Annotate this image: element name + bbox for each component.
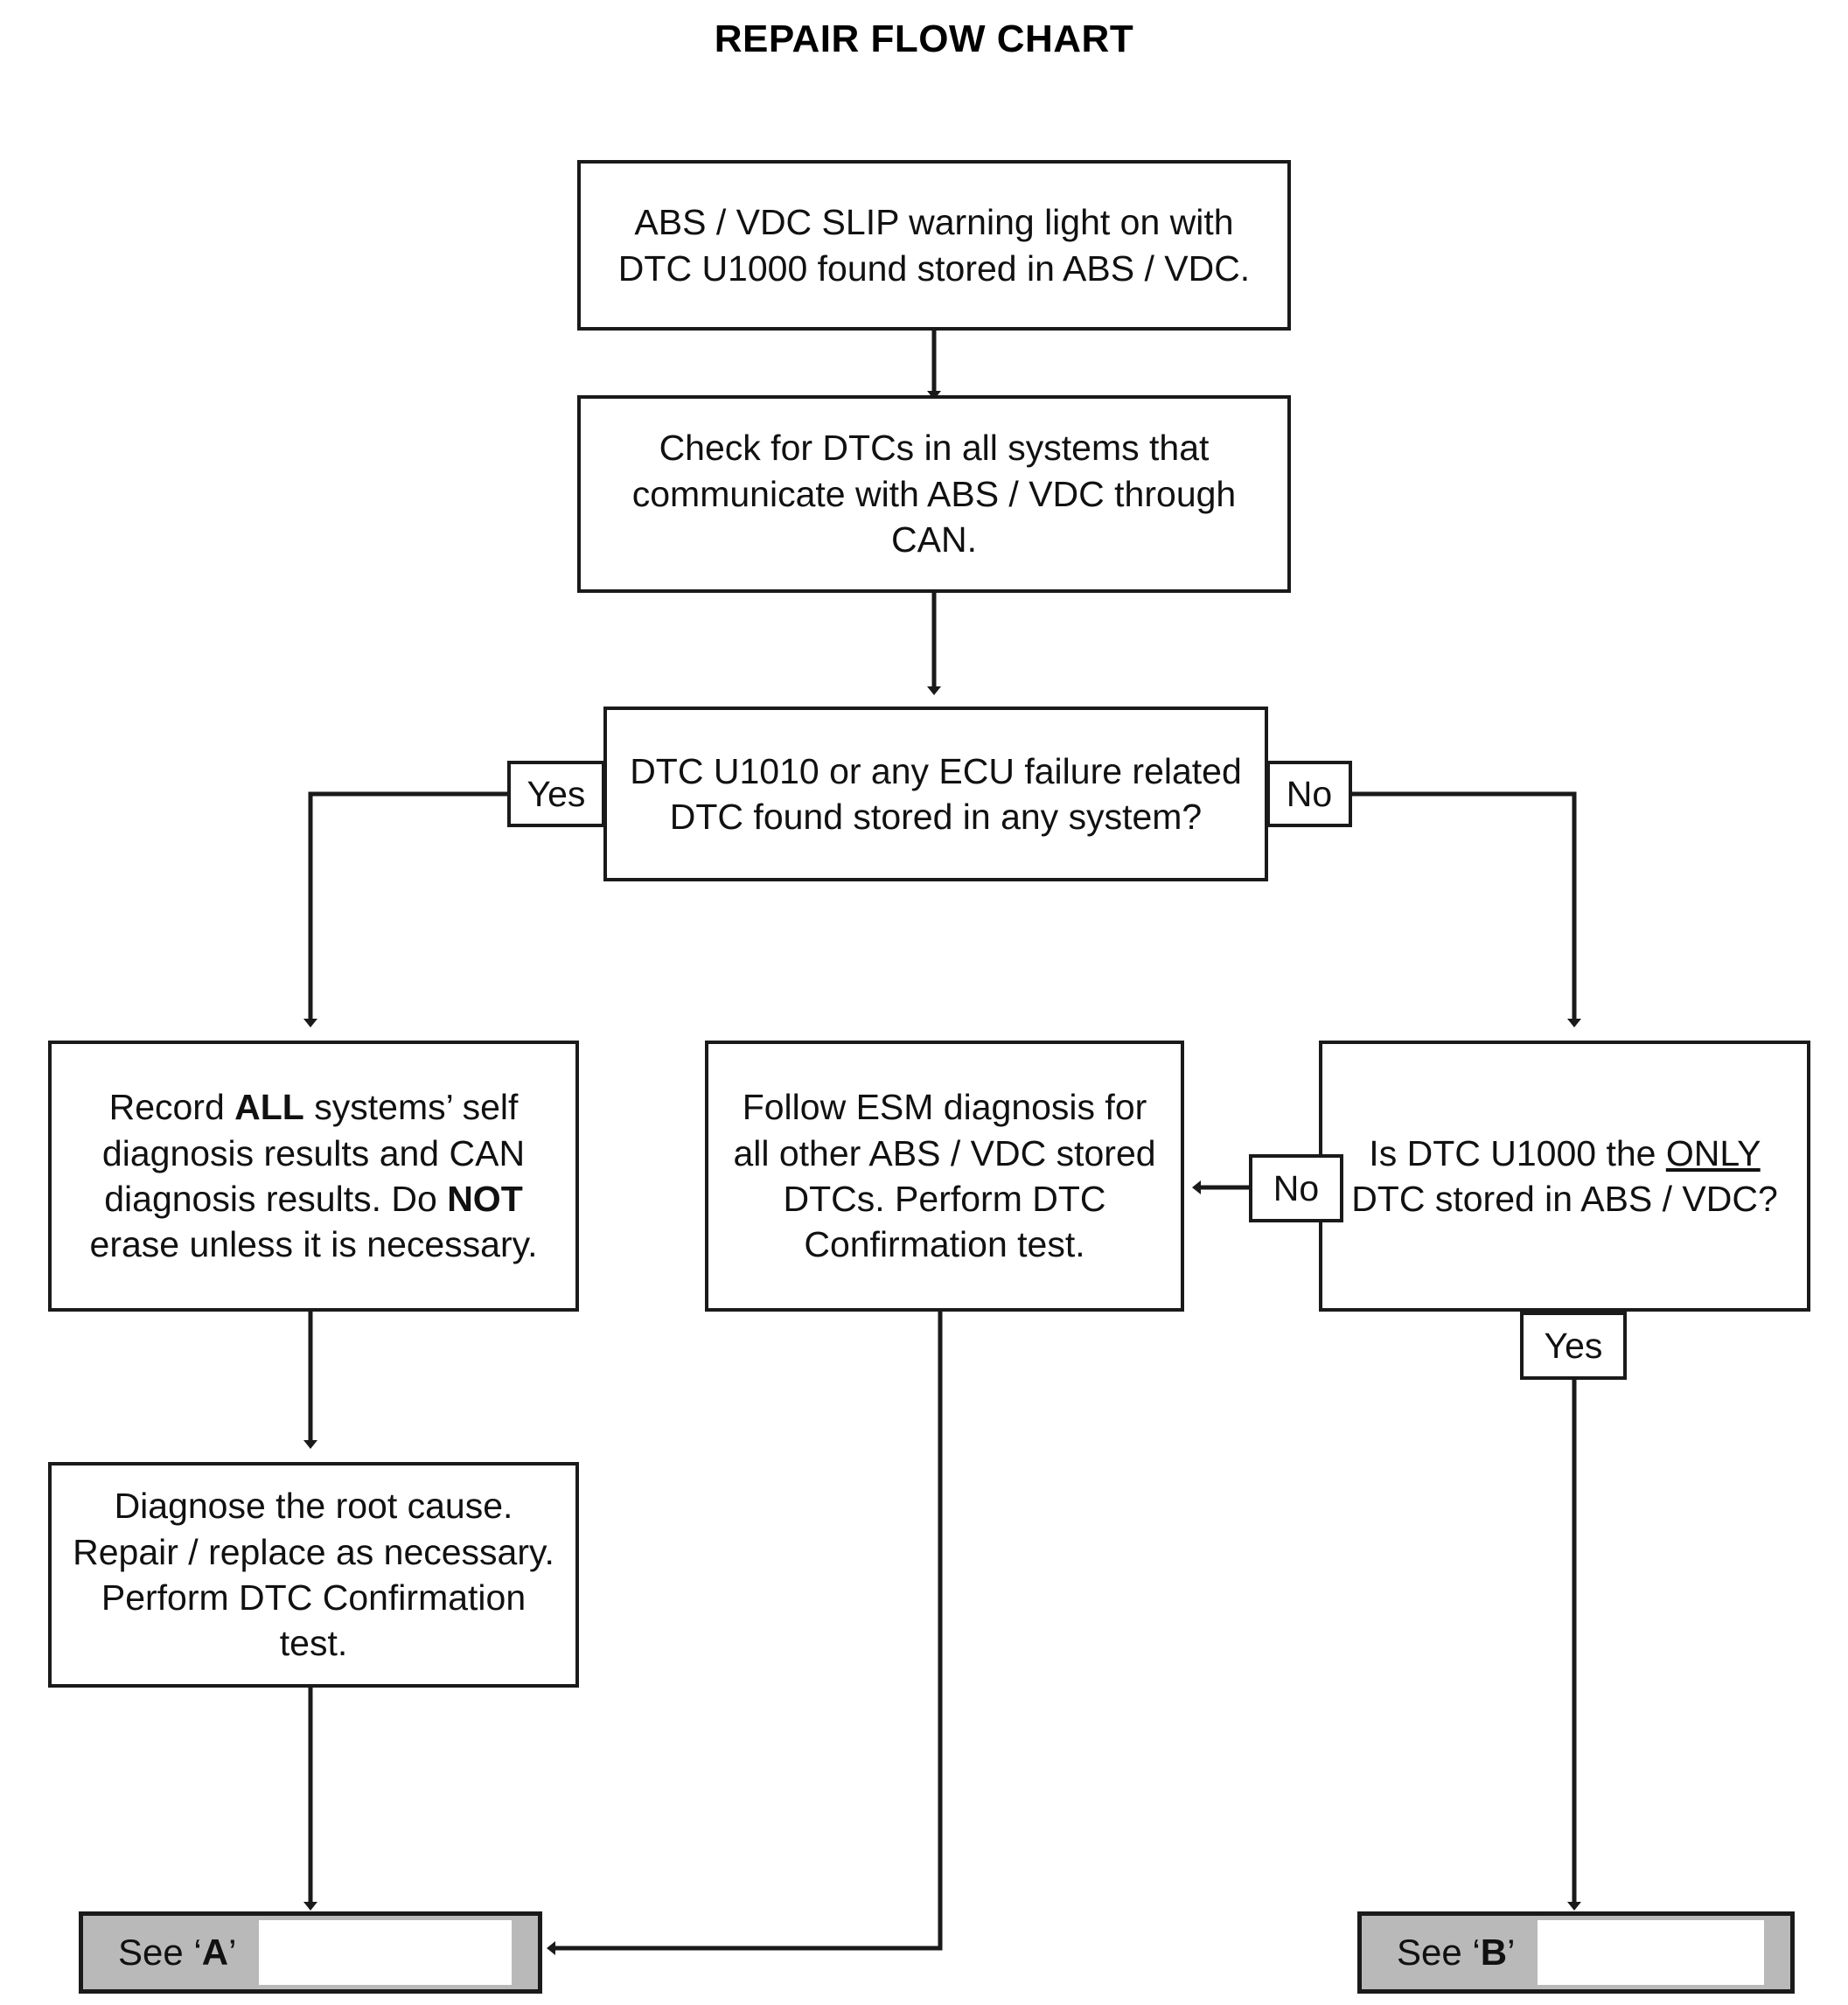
edge-label-only-no-text: No [1273,1167,1320,1208]
node-decision-u1010[interactable]: DTC U1010 or any ECU failure related DTC… [603,707,1268,881]
node-see-a-label: See ‘A’ [118,1932,237,1973]
node-see-b-label: See ‘B’ [1397,1932,1516,1973]
node-check-dtcs-label: Check for DTCs in all systems that commu… [631,428,1237,560]
node-see-a[interactable]: See ‘A’ [79,1911,542,1994]
node-follow-esm[interactable]: Follow ESM diagnosis for all other ABS /… [705,1041,1184,1312]
edge-esm-to-see-a [547,1312,943,1955]
node-start[interactable]: ABS / VDC SLIP warning light on with DTC… [577,160,1291,331]
node-see-b-blank-field [1538,1920,1764,1985]
edge-label-u1010-no-text: No [1286,773,1333,814]
edge-label-only-no: No [1249,1154,1343,1222]
edge-label-only-yes: Yes [1520,1312,1627,1380]
edge-label-u1010-no: No [1266,761,1352,827]
node-see-b[interactable]: See ‘B’ [1357,1911,1795,1994]
node-see-a-blank-field [259,1920,512,1985]
node-decision-u1010-label: DTC U1010 or any ECU failure related DTC… [630,750,1242,837]
node-start-label: ABS / VDC SLIP warning light on with DTC… [617,202,1251,289]
node-decision-only-label: Is DTC U1000 the ONLY DTC stored in ABS … [1351,1132,1778,1219]
edge-label-only-yes-text: Yes [1544,1325,1603,1366]
node-record-all-label: Record ALL systems’ self diagnosis resul… [89,1087,538,1265]
edge-label-u1010-yes-text: Yes [527,773,586,814]
edge-label-u1010-yes: Yes [507,761,605,827]
page-title: REPAIR FLOW CHART [714,17,1134,60]
node-diagnose-root[interactable]: Diagnose the root cause. Repair / replac… [48,1462,579,1688]
node-diagnose-root-label: Diagnose the root cause. Repair / replac… [73,1486,554,1664]
node-follow-esm-label: Follow ESM diagnosis for all other ABS /… [733,1087,1156,1265]
edge-decision-no-to-only [1351,791,1581,1027]
node-record-all[interactable]: Record ALL systems’ self diagnosis resul… [48,1041,579,1312]
node-check-dtcs[interactable]: Check for DTCs in all systems that commu… [577,395,1291,593]
node-decision-only[interactable]: Is DTC U1000 the ONLY DTC stored in ABS … [1319,1041,1810,1312]
edge-decision-yes-to-record [303,791,507,1027]
